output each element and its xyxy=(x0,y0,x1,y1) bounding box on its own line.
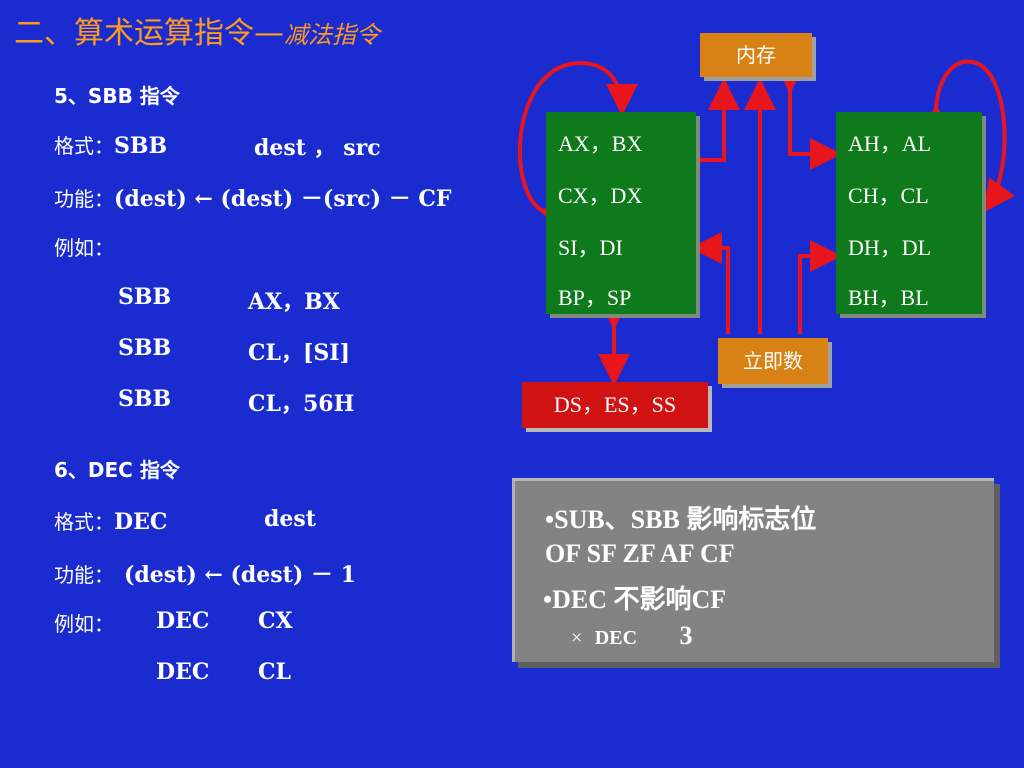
register-pair: BH，BL xyxy=(848,285,929,310)
sbb-format-args: dest ， src xyxy=(254,135,381,161)
dec-format-args: dest xyxy=(264,506,316,532)
dec-function-label: 功能： xyxy=(54,563,114,587)
sbb-format-label: 格式： xyxy=(54,134,114,158)
dec-example-label: 例如： xyxy=(54,612,114,636)
sbb-example-args: CL，56H xyxy=(248,391,355,417)
dec-example-args: CL xyxy=(258,659,291,685)
sbb-example-args: AX，BX xyxy=(248,289,340,315)
register-pair: AH，AL xyxy=(848,131,932,156)
register-pair: CH，CL xyxy=(848,183,929,208)
dec-format-line: 格式：DEC dest xyxy=(54,506,316,535)
note-invalid-example: × DEC 3 xyxy=(571,621,693,651)
cross-mark-icon: × xyxy=(571,627,583,649)
segment-register-box: DS，ES，SS xyxy=(522,382,708,428)
immediate-label: 立即数 xyxy=(743,349,803,373)
dec-example-op: DEC xyxy=(156,659,210,685)
dec-example-row: DEC CL xyxy=(156,659,291,685)
register-pair: BP，SP xyxy=(558,285,632,310)
dec-function-line: 功能： (dest) ← (dest) － 1 xyxy=(54,557,356,589)
register-pair: AX，BX xyxy=(558,131,643,156)
register-pair: SI，DI xyxy=(558,235,623,260)
notes-box: •SUB、SBB 影响标志位 OF SF ZF AF CF •DEC 不影响CF… xyxy=(512,478,994,662)
sbb-function-expr: (dest) ← (dest) －(src) － CF xyxy=(114,186,452,212)
title-subtitle: 减法指令 xyxy=(284,21,380,49)
dec-example-op: DEC xyxy=(156,608,210,634)
note-invalid-arg: 3 xyxy=(679,621,693,650)
memory-label: 内存 xyxy=(736,43,776,67)
title-dash: — xyxy=(254,16,284,51)
page-title: 二、算术运算指令—减法指令 xyxy=(14,8,380,52)
dec-format-op: DEC xyxy=(114,509,168,535)
register16-box: AX，BX CX，DX SI，DI BP，SP xyxy=(546,112,696,314)
sbb-function-line: 功能：(dest) ← (dest) －(src) － CF xyxy=(54,181,452,213)
immediate-box: 立即数 xyxy=(718,338,828,384)
register-pair: DH，DL xyxy=(848,235,932,260)
note-sub-sbb: •SUB、SBB 影响标志位 xyxy=(545,505,817,534)
sbb-function-label: 功能： xyxy=(54,187,114,211)
sbb-example-row: SBB CL，[SI] xyxy=(118,335,350,366)
sbb-example-row: SBB CL，56H xyxy=(118,386,354,417)
dec-example-row: 例如： DEC CX xyxy=(54,608,293,637)
sbb-example-label: 例如： xyxy=(54,236,114,260)
sbb-format-op: SBB xyxy=(114,133,168,159)
sbb-heading: 5、SBB 指令 xyxy=(54,84,180,108)
note-flags: OF SF ZF AF CF xyxy=(545,539,735,568)
memory-box: 内存 xyxy=(700,33,812,77)
note-invalid-op: DEC xyxy=(594,627,638,649)
title-main: 二、算术运算指令 xyxy=(14,16,254,51)
register8-box: AH，AL CH，CL DH，DL BH，BL xyxy=(836,112,982,314)
register-pair: CX，DX xyxy=(558,183,643,208)
sbb-example-row: SBB AX，BX xyxy=(118,284,340,315)
sbb-example-op: SBB xyxy=(118,386,172,412)
dec-example-args: CX xyxy=(258,608,293,634)
dec-format-label: 格式： xyxy=(54,510,114,534)
dec-heading: 6、DEC 指令 xyxy=(54,458,180,482)
sbb-example-op: SBB xyxy=(118,284,172,310)
sbb-format-line: 格式：SBB dest ， src xyxy=(54,130,381,161)
note-dec: •DEC 不影响CF xyxy=(543,585,727,614)
sbb-example-op: SBB xyxy=(118,335,172,361)
sbb-example-args: CL，[SI] xyxy=(248,340,350,366)
dec-function-expr: (dest) ← (dest) － 1 xyxy=(124,562,356,588)
segment-register-label: DS，ES，SS xyxy=(553,392,677,417)
